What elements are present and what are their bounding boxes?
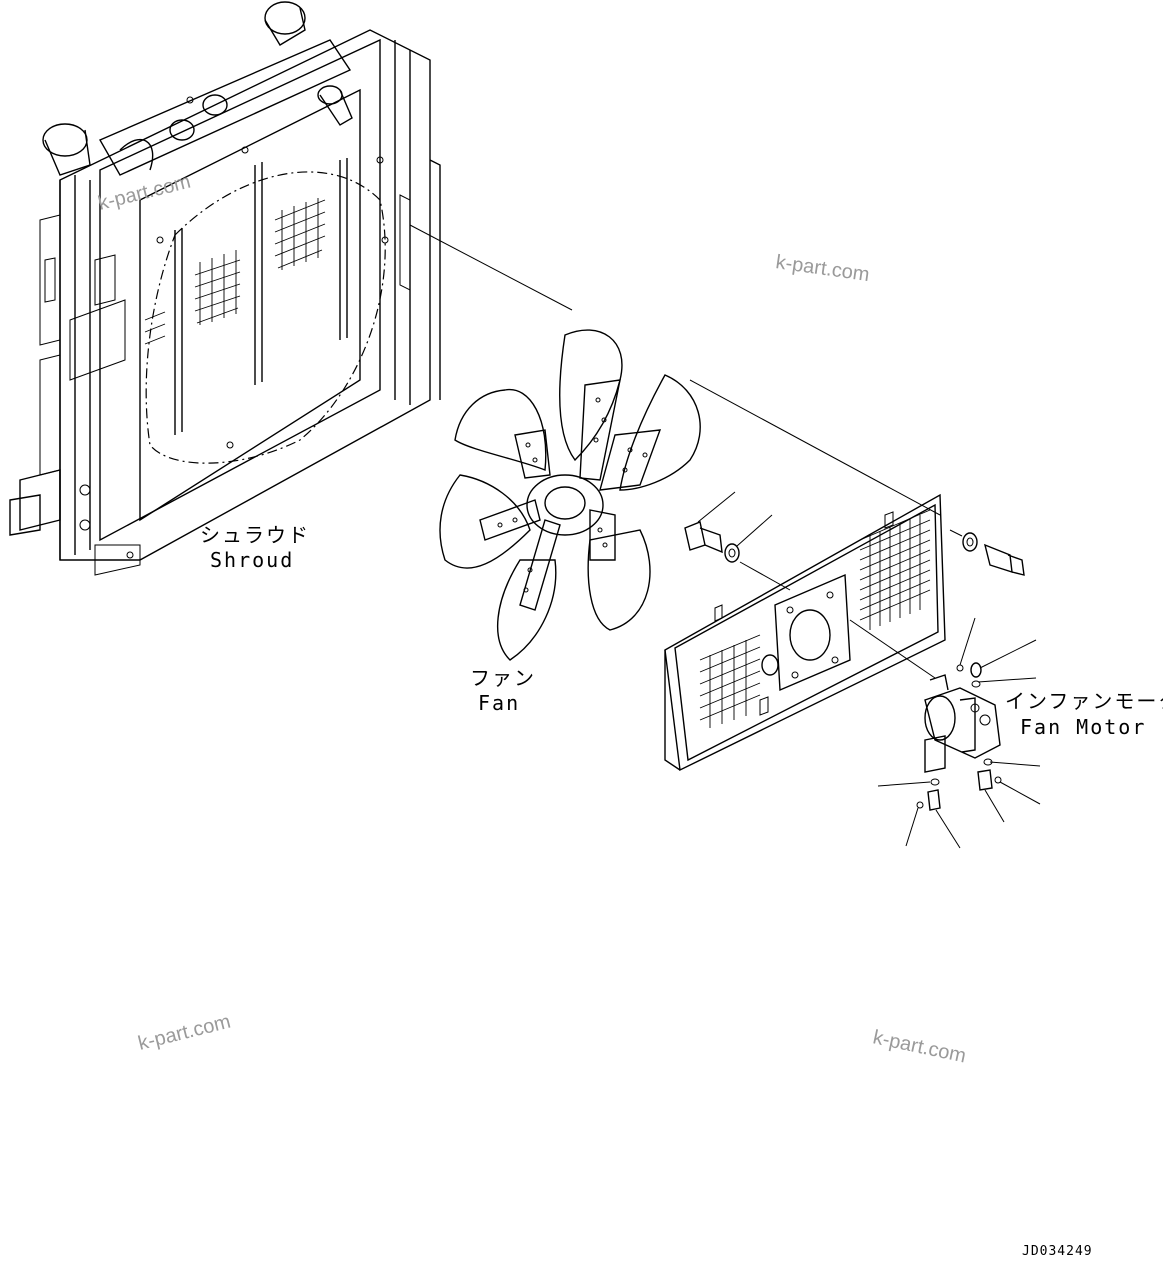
shroud-label-en: Shroud [210, 548, 294, 572]
bolt-left [684, 491, 736, 554]
shroud-label-jp: シュラウド [200, 523, 310, 547]
motor-leader-lines [877, 617, 1041, 849]
fan [439, 329, 701, 661]
shroud-assembly [9, 1, 441, 576]
watermark-2: k-part.com [774, 251, 871, 286]
leader-line-shroud-fan [409, 224, 573, 311]
watermark-1: k-part.com [96, 171, 193, 215]
washer-left [724, 514, 773, 563]
fan-motor-label-en: Fan Motor [1020, 715, 1146, 739]
watermark-3: k-part.com [136, 1011, 233, 1055]
fan-motor-label-jp: インファンモータ [1005, 689, 1163, 713]
watermark-4: k-part.com [871, 1026, 968, 1067]
leader-line-guard-motor [849, 619, 936, 679]
bolt-right [983, 543, 1025, 576]
leader-line-fan-guard [689, 379, 941, 516]
fan-guard [664, 493, 946, 772]
fan-motor [916, 662, 1002, 811]
fan-label-jp: ファン [470, 666, 536, 690]
fan-label-en: Fan [478, 691, 520, 715]
washer-right [962, 532, 978, 552]
leader-line-bolt-guard [739, 561, 791, 591]
drawing-code: JD034249 [1022, 1244, 1093, 1259]
